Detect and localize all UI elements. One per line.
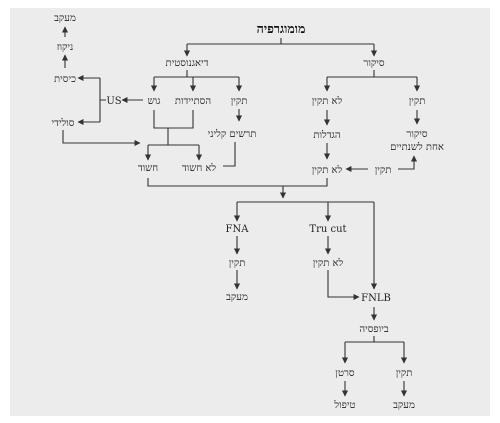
node-once-two-years: אחת לשנתיים <box>390 141 444 153</box>
node-us: US <box>106 96 121 107</box>
edge-susp-down <box>147 178 287 199</box>
node-trucut: Tru cut <box>309 224 346 235</box>
node-followup-biopsy: מעקב <box>393 400 415 411</box>
node-solid: סולידי <box>52 117 75 129</box>
edge-loop-up <box>398 155 418 170</box>
node-cystic: כיסית <box>54 74 76 85</box>
diagram-background <box>10 8 490 416</box>
node-fna: FNA <box>226 224 250 235</box>
node-normal-2: תקין <box>375 165 392 176</box>
node-followup-top: מעקב <box>54 13 76 24</box>
node-normal-fna: תקין <box>229 258 246 269</box>
node-not-suspicious: לא חשוד <box>182 162 217 174</box>
node-diagnostic: דיאגנוסטית <box>166 58 209 69</box>
edge-title-split <box>187 38 374 45</box>
node-cancer: סרטן <box>335 368 355 379</box>
edge-us-bracket <box>99 78 106 122</box>
node-clinical-finding: תרשים קליני <box>208 128 257 140</box>
node-title: מומוגרפיה <box>257 21 306 36</box>
node-calcifications: הסתיידות <box>175 96 211 107</box>
nodes: מומוגרפיה דיאגנוסטית סיקור גוש הסתיידות … <box>52 13 444 411</box>
edge-scr-split <box>327 70 417 78</box>
edge-join-down <box>148 128 199 146</box>
node-treatment: טיפול <box>333 399 355 411</box>
node-mass: גוש <box>148 96 161 107</box>
edge-solid-to-suspicious <box>62 130 141 147</box>
node-followup-fna: מעקב <box>226 292 248 303</box>
node-enlargements: הגדלות <box>313 129 340 141</box>
edge-calc-down <box>168 110 194 129</box>
node-not-normal-2: לא תקין <box>312 164 343 176</box>
node-suspicious: חשוד <box>138 163 158 174</box>
node-normal-scr: תקין <box>409 96 426 107</box>
node-screening: סיקור <box>363 58 384 69</box>
edge-diag-split <box>154 70 239 78</box>
edge-notnormal-to-fnlb <box>327 270 360 301</box>
node-biopsy: ביופסיה <box>359 324 388 335</box>
node-not-normal-scr: לא תקין <box>312 95 343 107</box>
node-normal-biopsy: תקין <box>396 368 413 379</box>
node-not-normal-tru: לא תקין <box>313 257 344 269</box>
edge-clinical-down <box>223 142 236 167</box>
node-normal-diag: תקין <box>231 96 248 107</box>
edge-biopsy-split <box>345 336 404 343</box>
edges <box>61 26 421 397</box>
node-screening-2y: סיקור <box>406 129 427 140</box>
edge-notnormal2-down <box>283 178 328 187</box>
edge-mass-down <box>153 110 168 129</box>
node-fnlb: FNLB <box>361 293 391 304</box>
node-drainage: ניקוז <box>57 42 74 53</box>
